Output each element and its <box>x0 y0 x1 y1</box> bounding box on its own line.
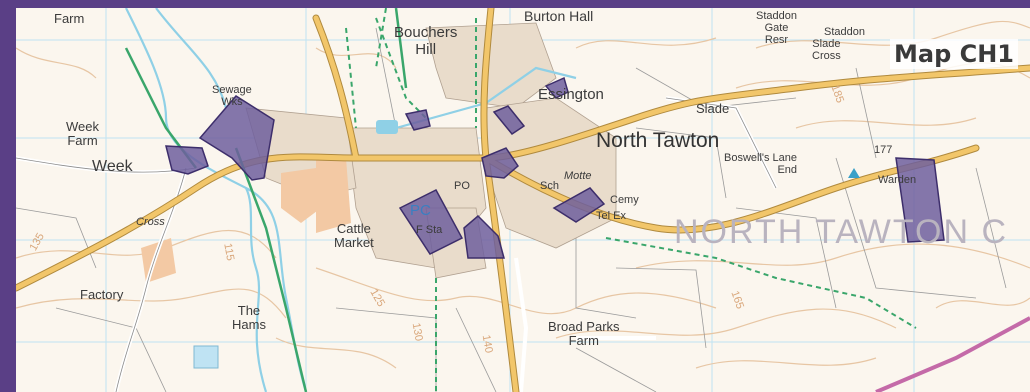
site-essington <box>544 76 569 99</box>
spot-height-icon <box>848 168 860 178</box>
label-parish-north-tawton: NORTH TAWTON C <box>674 213 1008 251</box>
site-south-centre <box>463 214 505 259</box>
label-pc: PC <box>410 202 431 219</box>
site-bouchers-hill <box>404 109 431 131</box>
site-week <box>165 145 209 175</box>
label-essington: Essington <box>538 86 604 103</box>
label-factory: Factory <box>80 287 124 302</box>
site-polygons <box>165 76 945 259</box>
site-town-north <box>492 105 526 136</box>
map-area[interactable]: Farm Burton Hall Bouchers Hill Staddon G… <box>16 8 1030 392</box>
label-broad-parks-farm: Broad Parks Farm <box>548 319 620 348</box>
label-staddon-gate-resr: Staddon Gate Resr <box>756 10 797 46</box>
site-sewage-wks <box>198 95 275 181</box>
label-po: PO <box>454 180 470 192</box>
label-the-hams: The Hams <box>232 303 266 332</box>
label-motte: Motte <box>564 170 592 182</box>
label-boswells-lane-end: Boswell's Lane End <box>724 152 798 176</box>
label-week: Week <box>92 158 133 175</box>
label-tel-ex: Tel Ex <box>596 210 626 222</box>
map-title: Map CH1 <box>889 39 1018 69</box>
footpaths <box>345 8 917 392</box>
label-north-tawton: North Tawton <box>596 129 720 152</box>
boundary-line <box>875 316 1030 392</box>
label-cross: Cross <box>136 216 165 228</box>
label-farm: Farm <box>54 11 85 26</box>
site-town-centre <box>481 147 519 179</box>
label-f-sta: F Sta <box>416 224 443 236</box>
label-sch: Sch <box>540 180 559 192</box>
label-slade-cross: Slade Cross <box>812 38 841 62</box>
label-slade: Slade <box>696 101 730 116</box>
label-warden: Warden <box>878 174 917 186</box>
site-fire-station <box>398 189 464 255</box>
label-cattle-market: Cattle Market <box>334 221 374 250</box>
label-week-farm: Week Farm <box>66 119 99 148</box>
contours <box>16 20 1030 369</box>
label-sewage-wks: Sewage Wks <box>212 84 252 108</box>
site-warden <box>895 157 945 243</box>
pond <box>376 120 398 134</box>
label-burton-hall: Burton Hall <box>524 8 594 24</box>
label-bouchers-hill: Bouchers Hill <box>394 24 458 58</box>
map-canvas <box>16 8 1030 392</box>
label-staddon: Staddon <box>824 26 865 38</box>
label-spot-height-177: 177 <box>874 144 893 156</box>
site-tel-ex <box>552 187 606 223</box>
industrial-blocks <box>141 158 351 369</box>
label-cemy: Cemy <box>610 194 639 206</box>
